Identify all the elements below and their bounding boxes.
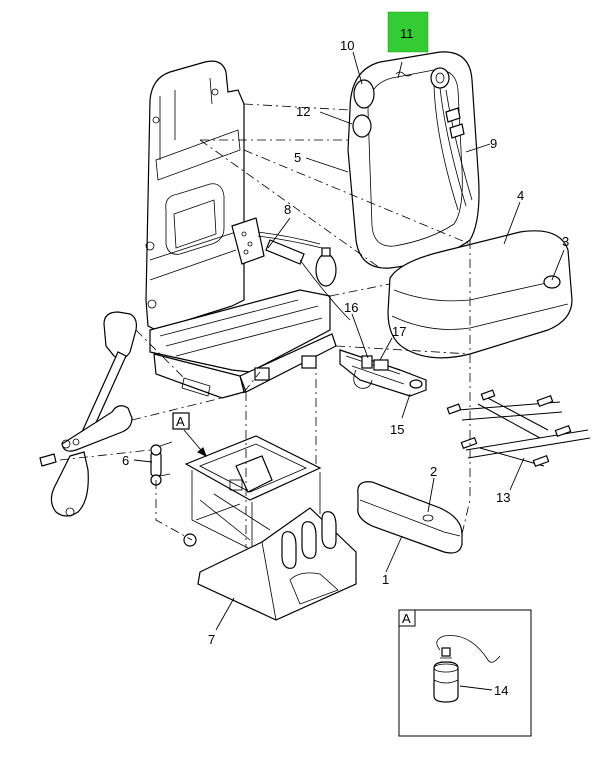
callout-1[interactable]: 1	[382, 572, 389, 587]
leader-lines	[133, 51, 565, 691]
callout-labels: 11 10 12 5 9 4 3 8 16 17 15 13 2 1 6 7 1…	[122, 26, 569, 698]
callout-2[interactable]: 2	[430, 464, 437, 479]
shock-absorber-6	[150, 441, 173, 486]
seat-slide-base	[149, 289, 337, 399]
callout-11[interactable]: 11	[400, 26, 414, 41]
seat-back-frame	[145, 60, 245, 331]
highlight-box-11[interactable]	[387, 11, 429, 53]
detail-a-frame: A	[398, 609, 532, 737]
seat-cushion-4	[387, 230, 573, 359]
detail-label: A	[402, 611, 411, 626]
armrest-1	[357, 481, 463, 554]
callout-16[interactable]: 16	[344, 300, 358, 315]
callout-12[interactable]: 12	[296, 104, 310, 119]
view-label-box	[172, 412, 190, 430]
side-arm-bracket	[39, 311, 137, 517]
suspension-base-7	[183, 435, 357, 621]
callout-15[interactable]: 15	[390, 422, 404, 437]
callout-3[interactable]: 3	[562, 234, 569, 249]
callout-17[interactable]: 17	[392, 324, 406, 339]
callout-4[interactable]: 4	[517, 188, 524, 203]
callout-8[interactable]: 8	[284, 202, 291, 217]
assembly-lines	[59, 103, 471, 548]
cushion-frame-13	[446, 389, 591, 467]
callout-6[interactable]: 6	[122, 453, 129, 468]
callout-10[interactable]: 10	[340, 38, 354, 53]
callout-9[interactable]: 9	[490, 136, 497, 151]
callout-5[interactable]: 5	[294, 150, 301, 165]
air-valve-8	[231, 217, 351, 321]
backrest-cushion-5	[347, 51, 480, 269]
view-label: A	[176, 414, 185, 429]
handle-assembly-15	[339, 349, 427, 397]
callout-7[interactable]: 7	[208, 632, 215, 647]
callout-14[interactable]: 14	[494, 683, 508, 698]
callout-13[interactable]: 13	[496, 490, 510, 505]
